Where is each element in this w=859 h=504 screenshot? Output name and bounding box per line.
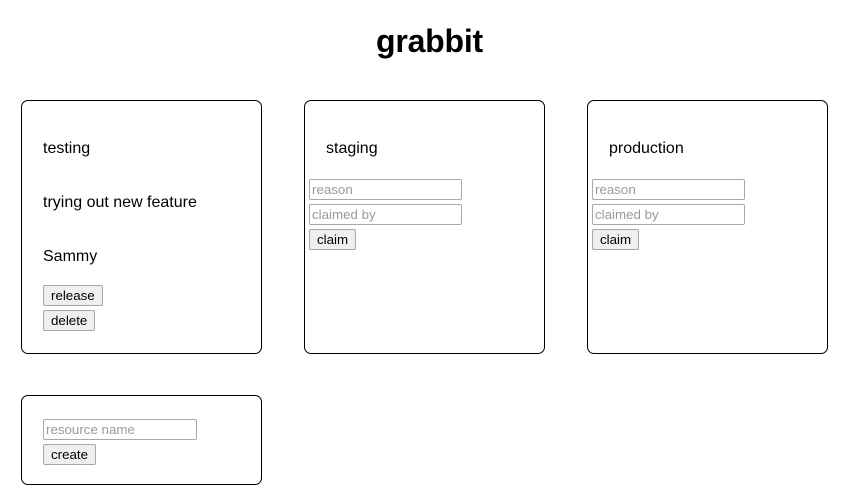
- resource-card-list: testing trying out new feature Sammy rel…: [21, 100, 828, 354]
- create-resource-form: create: [43, 419, 197, 469]
- resource-actions: release delete: [43, 285, 103, 335]
- claim-button[interactable]: claim: [309, 229, 357, 250]
- delete-button[interactable]: delete: [43, 310, 96, 331]
- claimed-by-input[interactable]: [592, 204, 745, 225]
- resource-claimed-by: Sammy: [43, 248, 98, 265]
- reason-input[interactable]: [592, 179, 745, 200]
- resource-name: staging: [326, 140, 378, 157]
- resource-reason: trying out new feature: [43, 194, 197, 211]
- claim-button[interactable]: claim: [592, 229, 640, 250]
- claim-form: claim: [309, 179, 462, 254]
- resource-name: testing: [43, 140, 91, 157]
- resource-card-testing: testing trying out new feature Sammy rel…: [21, 100, 262, 354]
- resource-card-staging: staging claim: [304, 100, 545, 354]
- claimed-by-input[interactable]: [309, 204, 462, 225]
- resource-name: production: [609, 140, 684, 157]
- resource-name-input[interactable]: [43, 419, 197, 440]
- create-resource-card: create: [21, 395, 262, 485]
- create-button[interactable]: create: [43, 444, 97, 465]
- release-button[interactable]: release: [43, 285, 103, 306]
- reason-input[interactable]: [309, 179, 462, 200]
- claim-form: claim: [592, 179, 745, 254]
- page-title: grabbit: [375, 23, 484, 59]
- resource-card-production: production claim: [587, 100, 828, 354]
